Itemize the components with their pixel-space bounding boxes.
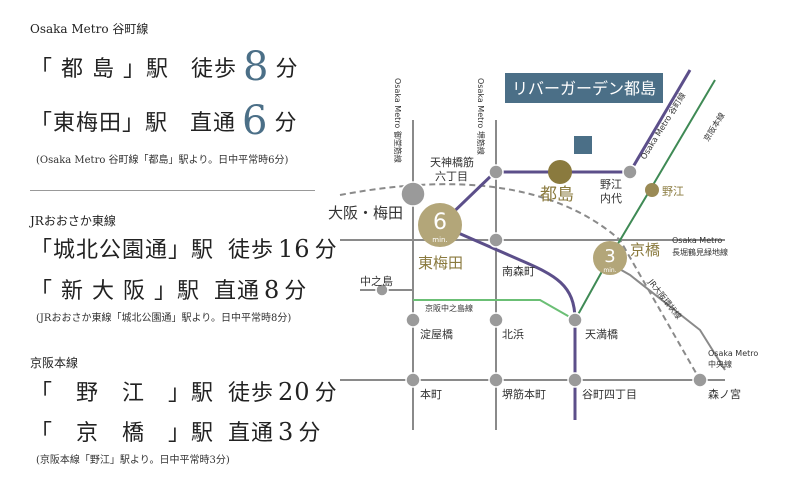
label-kanjo: JR大阪環状線 bbox=[646, 276, 684, 321]
minutes-unit: 分 bbox=[275, 57, 299, 82]
note-keihan: (京阪本線「野江」駅より。日中平常時3分) bbox=[36, 455, 230, 466]
access-mode: 直通 bbox=[213, 279, 260, 304]
station-dot-kitahama bbox=[488, 312, 504, 328]
label-temmabashi: 天満橋 bbox=[585, 327, 618, 341]
station-name: 「 京 橋 」駅 bbox=[30, 421, 215, 446]
minutes-value: 8 bbox=[264, 276, 281, 304]
label-minamimorimachi: 南森町 bbox=[502, 264, 535, 278]
badge-kyobashi bbox=[593, 241, 627, 275]
label-midosuji: Osaka Metro 御堂筋線 bbox=[393, 78, 403, 163]
station-name: 「 新 大 阪 」駅 bbox=[30, 279, 200, 304]
station-dot-noe bbox=[645, 183, 659, 197]
property-label-box bbox=[505, 73, 663, 103]
divider bbox=[30, 190, 315, 191]
property-marker bbox=[574, 136, 592, 154]
label-sakaisuji-hommachi: 堺筋本町 bbox=[502, 387, 546, 401]
keihan-nakanoshima-line bbox=[413, 299, 576, 321]
label-keihan: 京阪本線 bbox=[701, 111, 726, 143]
label-hommachi: 本町 bbox=[420, 387, 442, 401]
label-yodoyabashi: 淀屋橋 bbox=[420, 327, 453, 341]
minutes-value: 16 bbox=[278, 235, 311, 263]
minutes-unit: 分 bbox=[274, 111, 298, 136]
note-tanimachi: (Osaka Metro 谷町線「都島」駅より。日中平常時6分) bbox=[36, 155, 289, 166]
station-labels: 天神橋筋 六丁目 野江 内代 南森町 中之島 淀屋橋 北浜 天満橋 本町 堺筋本… bbox=[360, 155, 741, 401]
label-tenjinbashi-1: 天神橋筋 bbox=[430, 155, 474, 169]
property-name: リバーガーデン都島 bbox=[512, 79, 656, 98]
station-name: 「 野 江 」駅 bbox=[30, 381, 215, 406]
minutes-value: 3 bbox=[278, 418, 295, 446]
station-name: 「城北公園通」駅 bbox=[30, 238, 215, 263]
line-name-tanimachi: Osaka Metro 谷町線 bbox=[30, 22, 149, 36]
station-dot-temmabashi bbox=[567, 312, 583, 328]
label-osaka-umeda: 大阪・梅田 bbox=[328, 204, 403, 222]
label-nakanoshima: 中之島 bbox=[360, 274, 393, 288]
keihan-main-line bbox=[574, 79, 716, 321]
badge-umeda-min-label: min. bbox=[432, 236, 447, 244]
label-tanimachi4: 谷町四丁目 bbox=[582, 388, 637, 401]
badge-kyobashi-minutes: 3 bbox=[604, 246, 615, 267]
minutes-unit: 分 bbox=[298, 421, 322, 446]
label-tenjinbashi-2: 六丁目 bbox=[435, 170, 468, 183]
minutes-unit: 分 bbox=[314, 381, 338, 406]
access-mode: 直通 bbox=[190, 111, 237, 136]
station-dot-osaka-umeda bbox=[400, 181, 426, 207]
line-name-jr-osaka-higashi: JRおおさか東線 bbox=[30, 214, 116, 228]
badge-umeda-minutes: 6 bbox=[433, 210, 447, 235]
major-station-labels: 大阪・梅田 都島 東梅田 京橋 bbox=[328, 185, 660, 272]
station-dot-yodoyabashi bbox=[405, 312, 421, 328]
label-morinomiya: 森ノ宮 bbox=[708, 387, 741, 401]
station-dot-minamimorimachi bbox=[488, 232, 504, 248]
station-name: 「東梅田」駅 bbox=[30, 111, 169, 136]
station-dot-sakaisuji-hommachi bbox=[488, 372, 504, 388]
station-dot-morinomiya bbox=[692, 372, 708, 388]
station-dot-tenjinbashi bbox=[488, 164, 504, 180]
badge-kyobashi-min-label: min. bbox=[603, 267, 616, 274]
minutes-unit: 分 bbox=[314, 238, 338, 263]
minutes-value: 20 bbox=[278, 378, 311, 406]
label-nagahori-2: 長堀鶴見緑地線 bbox=[672, 247, 728, 257]
label-nagahori-1: Osaka Metro bbox=[672, 236, 722, 245]
label-noe-uchindai-1: 野江 bbox=[600, 178, 622, 191]
station-dot-hommachi bbox=[405, 372, 421, 388]
station-dot-miyakojima bbox=[548, 160, 572, 184]
label-kitahama: 北浜 bbox=[502, 328, 524, 341]
minutes-unit: 分 bbox=[284, 279, 308, 304]
badge-higashi-umeda bbox=[418, 203, 462, 247]
label-keihan-nakanoshima: 京阪中之島線 bbox=[425, 303, 473, 313]
access-mode: 徒歩 bbox=[190, 57, 237, 82]
label-noe-uchindai-2: 内代 bbox=[600, 191, 622, 205]
label-chuo-1: Osaka Metro bbox=[708, 349, 758, 358]
note-jr-osaka-higashi: (JRおおさか東線「城北公園通」駅より。日中平常時8分) bbox=[36, 313, 292, 324]
label-kyobashi: 京橋 bbox=[630, 241, 660, 259]
line-name-keihan: 京阪本線 bbox=[30, 356, 79, 370]
station-dot-nakanoshima bbox=[375, 283, 389, 297]
minutes-value: 6 bbox=[242, 98, 269, 144]
label-chuo-2: 中央線 bbox=[708, 359, 732, 369]
minutes-value: 8 bbox=[243, 44, 270, 90]
label-noe: 野江 bbox=[662, 185, 684, 198]
label-sakaisuji: Osaka Metro 堺筋線 bbox=[476, 78, 486, 155]
station-name: 「 都 島 」駅 bbox=[30, 57, 169, 82]
station-dot-noe-uchindai bbox=[622, 164, 638, 180]
access-mode: 徒歩 bbox=[228, 238, 275, 263]
label-miyakojima: 都島 bbox=[540, 185, 574, 205]
station-dot-tanimachi4 bbox=[567, 372, 583, 388]
access-mode: 直通 bbox=[228, 421, 275, 446]
access-mode: 徒歩 bbox=[228, 381, 275, 406]
station-dots bbox=[375, 164, 708, 388]
label-higashi-umeda: 東梅田 bbox=[418, 254, 463, 272]
